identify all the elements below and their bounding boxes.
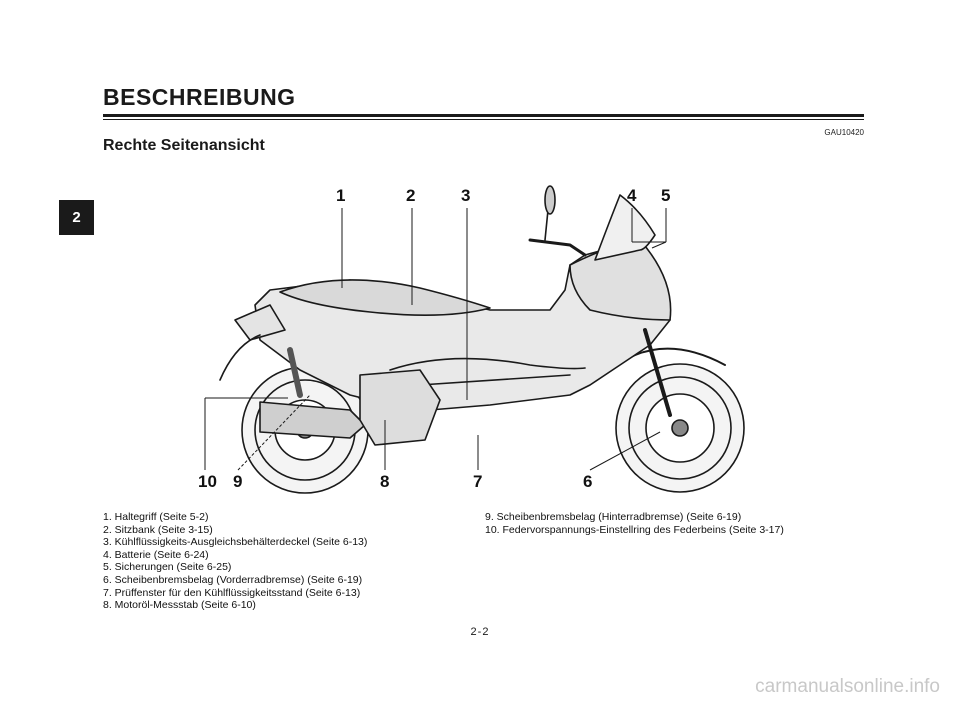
callout-7: 7 [473, 472, 483, 491]
legend-item: 8. Motoröl-Messstab (Seite 6-10) [103, 599, 256, 612]
callout-5: 5 [661, 186, 671, 205]
legend-item: 1. Haltegriff (Seite 5-2) [103, 511, 209, 523]
legend-item: 9. Scheibenbremsbelag (Hinterradbremse) … [485, 511, 742, 523]
header-rule [103, 114, 864, 117]
header-title: BESCHREIBUNG [103, 84, 296, 110]
legend-item: 7. Prüffenster für den Kühlflüssigkeitss… [103, 586, 361, 599]
chapter-tab: 2 [59, 200, 94, 235]
windshield [594, 194, 656, 261]
page-number: 2-2 [470, 626, 490, 638]
section-title: Rechte Seitenansicht [103, 137, 265, 154]
legend-item: 4. Batterie (Seite 6-24) [103, 548, 209, 561]
callout-6: 6 [583, 472, 593, 491]
legend-item: 6. Scheibenbremsbelag (Vorderradbremse) … [103, 573, 363, 586]
callout-9: 9 [233, 472, 243, 491]
legend-right: 9. Scheibenbremsbelag (Hinterradbremse) … [485, 511, 784, 536]
legend-item: 3. Kühlflüssigkeits-Ausgleichsbehälterde… [103, 536, 368, 549]
callout-8: 8 [380, 472, 390, 491]
rear-shock [287, 347, 303, 398]
scooter-illustration [204, 185, 745, 494]
callout-4: 4 [627, 186, 637, 205]
legend-item: 10. Federvorspannungs-Einstellring des F… [485, 523, 784, 536]
seat [279, 279, 491, 316]
legend-item: 2. Sitzbank (Seite 3-15) [103, 523, 213, 536]
watermark[interactable]: carmanualsonline.info [755, 676, 940, 697]
header-rule-thin [103, 119, 864, 120]
callout-2: 2 [406, 186, 416, 205]
legend-left: 1. Haltegriff (Seite 5-2) 2. Sitzbank (S… [103, 511, 367, 612]
legend-item: 5. Sicherungen (Seite 6-25) [103, 561, 232, 574]
callout-10: 10 [198, 472, 217, 491]
callout-1: 1 [336, 186, 346, 205]
doc-code: GAU10420 [824, 128, 864, 137]
callout-3: 3 [461, 186, 471, 205]
exhaust [259, 401, 366, 439]
